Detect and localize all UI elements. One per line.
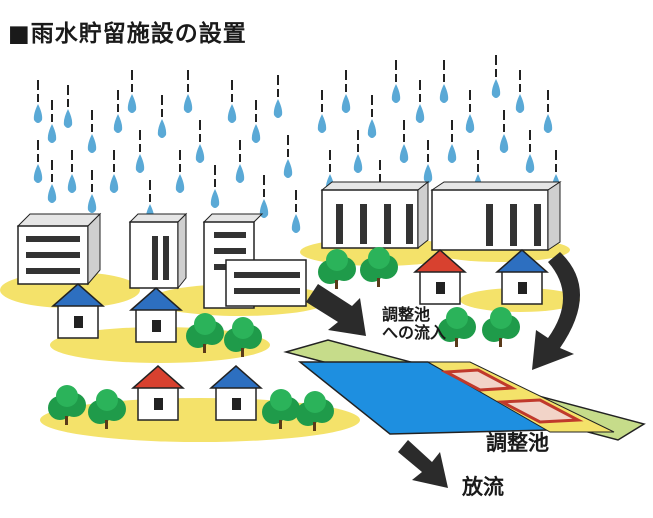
detention-pond (283, 339, 646, 441)
inflow-label-line1: 調整池 (382, 305, 431, 324)
building-icon (16, 212, 307, 309)
inflow-label-line2: への流入 (382, 322, 447, 342)
page-title: ■雨水貯留施設の設置 (8, 21, 247, 47)
outflow-label: 放流 (462, 475, 504, 499)
building-icon (320, 180, 562, 251)
arrow-icon (306, 252, 580, 488)
pond-label: 調整池 (486, 431, 549, 455)
inflow-label: 調整池 への流入 (382, 306, 446, 341)
